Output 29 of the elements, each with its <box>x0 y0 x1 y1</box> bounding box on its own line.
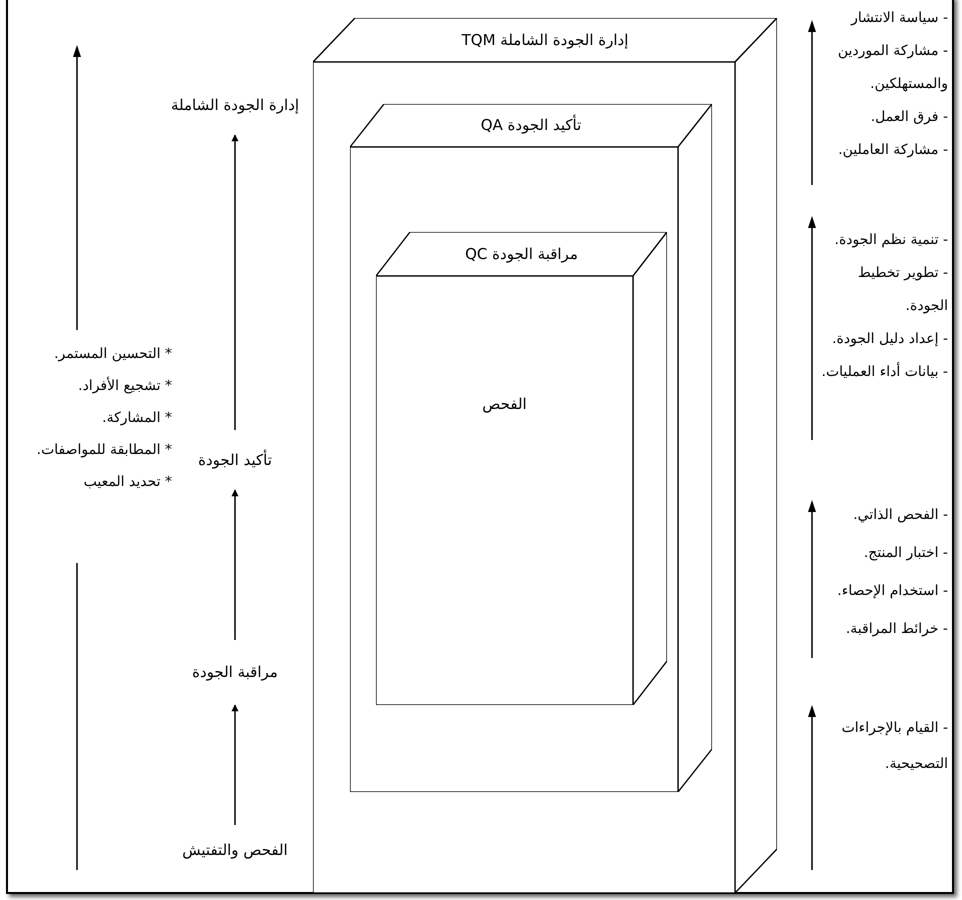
list-item: - اختبار المنتج. <box>862 544 948 563</box>
list-item: - الفحص الذاتي. <box>852 506 948 525</box>
box-title: مراقبة الجودة QC <box>465 244 578 265</box>
list-item: - القيام بالإجراءات التصحيحية. <box>840 719 948 774</box>
arrow <box>232 489 238 640</box>
list-item: * التحسين المستمر. <box>53 345 172 364</box>
box-text: الفحص <box>482 394 527 416</box>
arrow <box>232 134 238 430</box>
list-item: - بيانات أداء العمليات. <box>820 361 948 382</box>
list-item: - إعداد دليل الجودة. <box>831 330 948 349</box>
list-item: * المطابقة للمواصفات. <box>36 441 172 460</box>
list-item: - سياسة الانتشار <box>850 9 948 28</box>
list-item: * تحديد المعيب <box>82 473 172 492</box>
list-item: - استخدام الإحصاء. <box>836 582 948 601</box>
stage-label: إدارة الجودة الشاملة <box>170 94 300 116</box>
stage-label: الفحص والتفتيش <box>182 840 288 861</box>
list-item: - خرائط المراقبة. <box>844 620 948 639</box>
stage-label: تأكيد الجودة <box>198 448 272 471</box>
list-item: - تنمية نظم الجودة. <box>834 231 948 250</box>
list-item: - مشاركة الموردين والمستهلكين. <box>836 42 948 94</box>
stage-label: مراقبة الجودة <box>192 662 278 684</box>
list-item: - فرق العمل. <box>870 108 948 127</box>
list-item: - تطوير تخطيط الجودة. <box>856 264 948 316</box>
list-item: - مشاركة العاملين. <box>837 141 948 160</box>
box-title: تأكيد الجودة QA <box>480 114 582 136</box>
arrow <box>232 704 238 825</box>
list-item: * المشاركة. <box>101 409 172 428</box>
box-title: إدارة الجودة الشاملة TQM <box>462 30 628 51</box>
list-item: * تشجيع الأفراد. <box>77 376 172 396</box>
